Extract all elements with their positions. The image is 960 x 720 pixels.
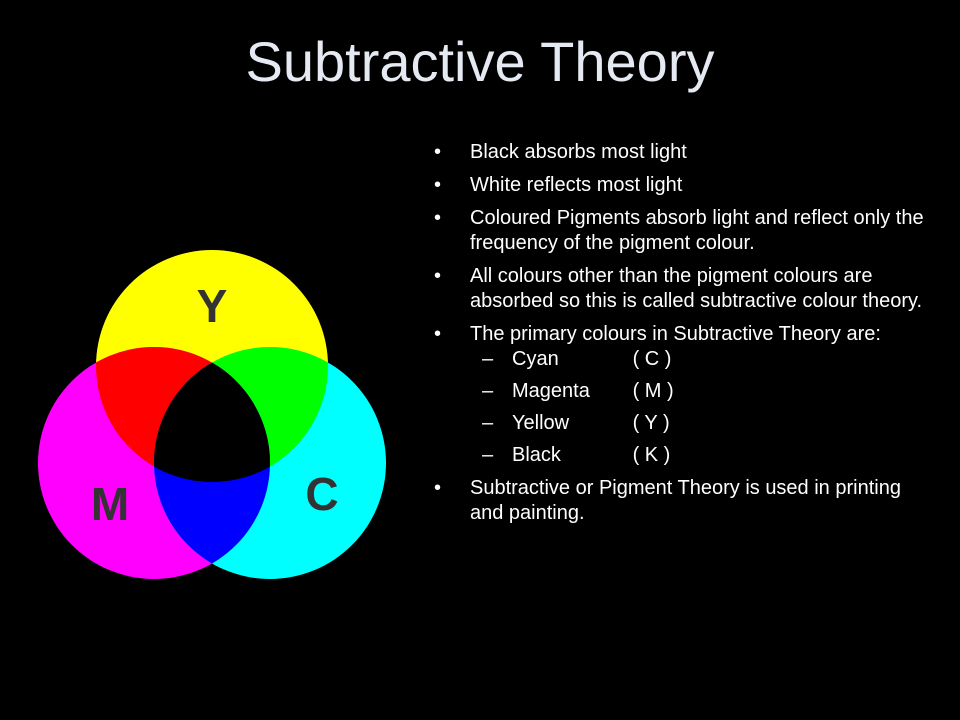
bullet-list: • Black absorbs most light • White refle…: [432, 140, 932, 534]
colour-code: ( Y ): [632, 412, 670, 434]
colour-name: Cyan: [512, 348, 559, 370]
bullet-item: • The primary colours in Subtractive The…: [432, 322, 932, 468]
bullet-marker: •: [434, 207, 442, 229]
label-m: M: [91, 478, 129, 530]
sub-list-item: – Cyan ( C ): [470, 347, 932, 372]
colour-code: ( C ): [632, 348, 672, 370]
colour-name: Magenta: [512, 380, 590, 402]
dash-marker: –: [482, 412, 494, 434]
dash-marker: –: [482, 380, 494, 402]
subtractive-venn-diagram: Y M C: [38, 250, 386, 579]
sub-list-item: – Yellow ( Y ): [470, 411, 932, 436]
bullet-text: Black absorbs most light: [470, 141, 687, 163]
bullet-text: White reflects most light: [470, 174, 683, 196]
bullet-item: • Subtractive or Pigment Theory is used …: [432, 476, 932, 526]
page-title: Subtractive Theory: [245, 30, 715, 93]
colour-name: Yellow: [512, 412, 570, 434]
bullet-item: • All colours other than the pigment col…: [432, 264, 932, 314]
colour-code: ( K ): [632, 444, 671, 466]
bullet-item: • Coloured Pigments absorb light and ref…: [432, 206, 932, 256]
bullet-item: • Black absorbs most light: [432, 140, 932, 165]
sub-list-item: – Magenta ( M ): [470, 379, 932, 404]
colour-name: Black: [512, 444, 561, 466]
bullet-text: The primary colours in Subtractive Theor…: [470, 323, 881, 345]
sub-list-item: – Black ( K ): [470, 443, 932, 468]
bullet-text: All colours other than the pigment colou…: [470, 265, 923, 312]
black-center: [154, 347, 270, 482]
label-c: C: [305, 468, 338, 520]
primary-colours-list: – Cyan ( C ) – Magenta ( M ) – Yellow ( …: [470, 347, 932, 468]
bullet-text: Coloured Pigments absorb light and refle…: [470, 207, 924, 254]
bullet-item: • White reflects most light: [432, 173, 932, 198]
bullet-marker: •: [434, 477, 442, 499]
bullet-marker: •: [434, 265, 442, 287]
dash-marker: –: [482, 444, 494, 466]
colour-code: ( M ): [632, 380, 674, 402]
bullet-marker: •: [434, 141, 442, 163]
bullet-marker: •: [434, 323, 442, 345]
bullet-marker: •: [434, 174, 442, 196]
dash-marker: –: [482, 348, 494, 370]
bullet-text: Subtractive or Pigment Theory is used in…: [470, 477, 901, 524]
label-y: Y: [197, 280, 228, 332]
